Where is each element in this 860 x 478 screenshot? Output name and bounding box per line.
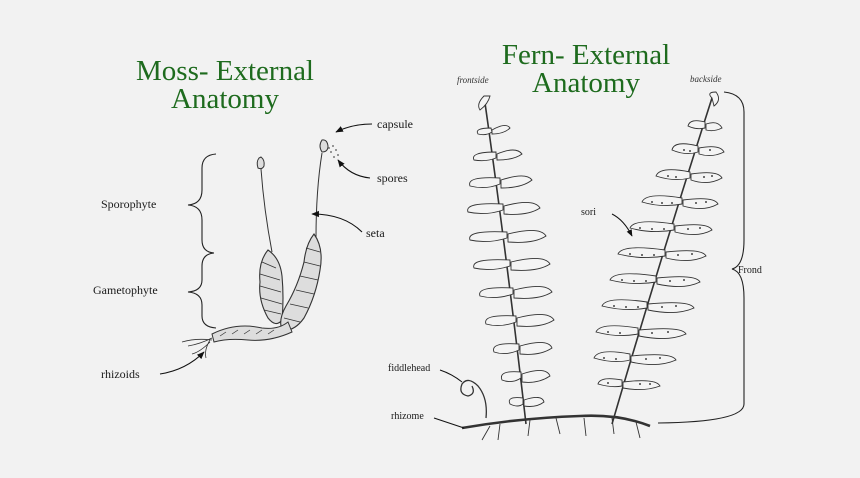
fern-backside-frond — [593, 91, 725, 425]
frond-brace — [657, 91, 745, 424]
label-sori: sori — [581, 207, 596, 218]
label-frond: Frond — [738, 265, 762, 276]
label-fiddlehead: fiddlehead — [388, 363, 431, 374]
sori-dots — [603, 149, 713, 385]
fern-title-line1: Fern- External — [501, 39, 671, 71]
fern-frontside-frond — [467, 95, 555, 425]
fern-title-line2: Anatomy — [532, 67, 640, 99]
fern-arrows — [433, 213, 633, 429]
moss-title-line2: Anatomy — [171, 83, 279, 115]
label-spores: spores — [377, 171, 408, 185]
label-backside: backside — [690, 74, 722, 84]
label-rhizoids: rhizoids — [101, 367, 140, 381]
rhizome-stem — [461, 414, 651, 430]
moss-title: Moss- External Anatomy — [104, 55, 346, 115]
label-seta: seta — [366, 226, 385, 240]
fiddlehead-coil — [460, 379, 487, 419]
moss-arrows — [159, 123, 373, 375]
label-rhizome: rhizome — [391, 411, 424, 422]
sporophyte-brace — [187, 153, 217, 254]
label-capsule: capsule — [377, 117, 413, 131]
moss-plant — [181, 139, 339, 359]
fern-title: Fern- External Anatomy — [470, 39, 702, 99]
label-gametophyte: Gametophyte — [93, 283, 158, 297]
moss-title-line1: Moss- External — [136, 55, 314, 87]
label-frontside: frontside — [457, 75, 489, 85]
label-sporophyte: Sporophyte — [101, 197, 157, 211]
gametophyte-brace — [187, 252, 217, 329]
fern-base — [460, 379, 651, 441]
